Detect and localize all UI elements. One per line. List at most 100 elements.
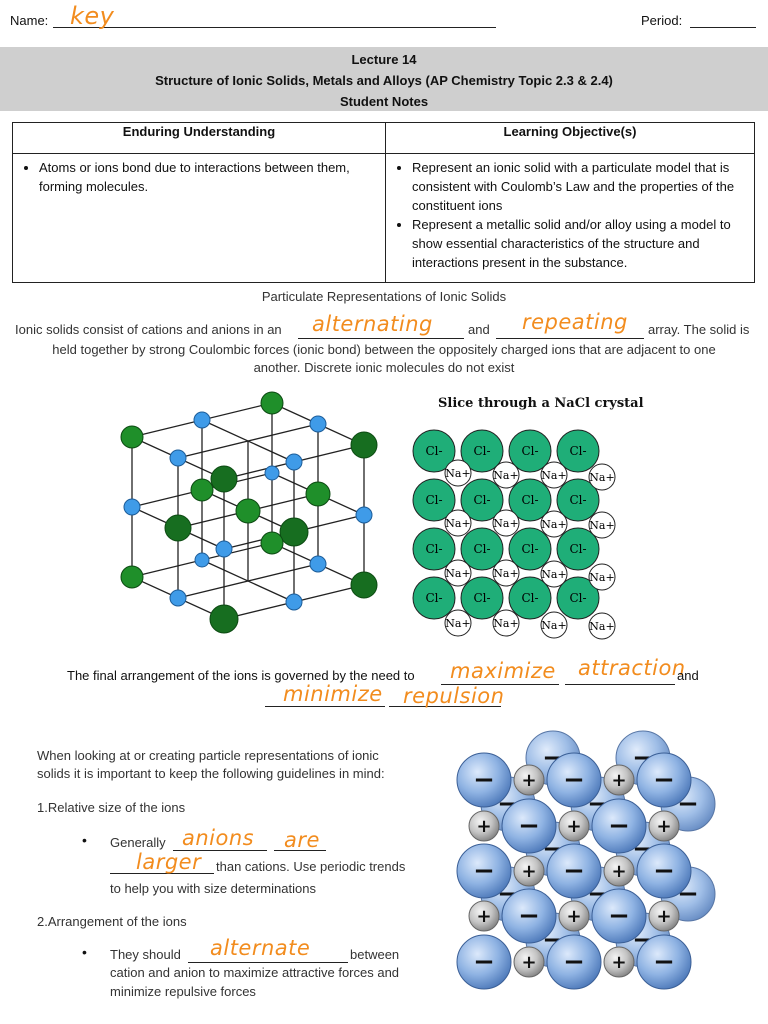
blank-line-8[interactable] xyxy=(274,850,326,851)
answer-attraction: attraction xyxy=(578,656,686,680)
cl-ion xyxy=(508,576,552,620)
cl-ion xyxy=(350,431,378,459)
bullet-dot: • xyxy=(82,832,87,848)
ion-lattice-figure: −−−−−−−−−−−−−+−+−+−+−+−+−+−+−+−+−+−+− xyxy=(456,730,716,990)
blank-line-1[interactable] xyxy=(298,338,464,339)
cation-sphere xyxy=(558,810,590,842)
nacl-slice-caption: Slice through a NaCl crystal xyxy=(438,396,644,411)
na-ion xyxy=(540,611,568,639)
na-ion xyxy=(215,540,233,558)
cl-ion-label: Cl- xyxy=(521,591,538,605)
answer-are: are xyxy=(284,828,320,852)
cation-symbol: + xyxy=(656,906,671,927)
cl-ion-label: Cl- xyxy=(521,542,538,556)
na-ion-spheres xyxy=(123,411,373,611)
cation-sphere xyxy=(513,946,545,978)
anion-sphere xyxy=(546,934,602,990)
blank-line-2[interactable] xyxy=(496,338,644,339)
title-band: Lecture 14 Structure of Ionic Solids, Me… xyxy=(0,47,768,111)
na-ion xyxy=(444,559,472,587)
name-line[interactable] xyxy=(53,27,496,28)
cl-ion xyxy=(209,604,239,634)
guidelines-intro-line1: When looking at or creating particle rep… xyxy=(37,748,379,763)
na-ion xyxy=(444,609,472,637)
cl-ion xyxy=(164,514,192,542)
anion-sphere xyxy=(501,888,557,944)
na-ion-label: Na+ xyxy=(589,571,614,584)
cl-ion-label: Cl- xyxy=(425,542,442,556)
na-ion-label: Na+ xyxy=(445,467,470,480)
anion-symbol: − xyxy=(473,947,495,977)
period-label: Period: xyxy=(641,13,683,28)
cl-ion xyxy=(412,527,456,571)
blank-line-9[interactable] xyxy=(110,873,214,874)
cl-ion xyxy=(556,527,600,571)
cation-symbol: + xyxy=(566,906,581,927)
cl-ion xyxy=(260,391,284,415)
anion-symbol: − xyxy=(563,856,585,886)
na-ion-label: Na+ xyxy=(589,519,614,532)
anion-sphere xyxy=(456,752,512,808)
cl-ion xyxy=(556,478,600,522)
na-ion-label: Na+ xyxy=(541,469,566,482)
objective-item: Represent a metallic solid and/or alloy … xyxy=(412,215,748,272)
enduring-item: Atoms or ions bond due to interactions b… xyxy=(39,158,379,196)
na-ion-label: Na+ xyxy=(445,517,470,530)
lecture-title: Structure of Ionic Solids, Metals and Al… xyxy=(155,73,613,88)
na-ion-label: Na+ xyxy=(493,469,518,482)
anion-symbol: − xyxy=(608,901,630,931)
anion-sphere xyxy=(546,843,602,899)
cl-ion xyxy=(350,571,378,599)
anion-symbol: − xyxy=(608,811,630,841)
cl-ion-label: Cl- xyxy=(425,493,442,507)
enduring-understanding-cell: Atoms or ions bond due to interactions b… xyxy=(12,153,386,283)
cl-ion xyxy=(460,478,504,522)
guideline-2-pre: They should xyxy=(110,947,181,962)
na-ion xyxy=(492,559,520,587)
anion-sphere xyxy=(636,843,692,899)
blank-line-6[interactable] xyxy=(389,706,501,707)
cation-sphere xyxy=(648,810,680,842)
nacl-slice-figure: Cl-Cl-Cl-Cl-Cl-Cl-Cl-Cl-Cl-Cl-Cl-Cl-Cl-C… xyxy=(412,429,616,640)
na-ion-label: Na+ xyxy=(493,517,518,530)
cl-ion xyxy=(460,576,504,620)
na-ion-label: Na+ xyxy=(589,471,614,484)
cl-ion xyxy=(279,517,309,547)
blank-line-10[interactable] xyxy=(188,962,348,963)
cl-ion xyxy=(556,576,600,620)
anion-symbol: − xyxy=(518,811,540,841)
anion-symbol: − xyxy=(518,901,540,931)
ionic-text-end: array. The solid is xyxy=(648,322,750,337)
cl-ion-label: Cl- xyxy=(473,444,490,458)
cl-ion xyxy=(260,531,284,555)
cl-ion-spheres xyxy=(120,391,378,634)
blank-line-7[interactable] xyxy=(173,850,267,851)
objectives-table: Enduring Understanding Learning Objectiv… xyxy=(12,122,755,283)
anion-sphere xyxy=(591,888,647,944)
na-ion-label: Na+ xyxy=(589,620,614,633)
enduring-understanding-header: Enduring Understanding xyxy=(12,122,386,154)
cl-ion xyxy=(412,576,456,620)
blank-line-4[interactable] xyxy=(565,684,675,685)
period-line[interactable] xyxy=(690,27,756,28)
name-handwritten: key xyxy=(70,2,115,30)
blank-line-5[interactable] xyxy=(265,706,385,707)
cation-sphere xyxy=(468,900,500,932)
cl-ion-label: Cl- xyxy=(521,444,538,458)
cation-sphere xyxy=(513,855,545,887)
na-ion-label: Na+ xyxy=(541,518,566,531)
cl-ion-label: Cl- xyxy=(473,591,490,605)
na-ion xyxy=(444,459,472,487)
cation-symbol: + xyxy=(611,861,626,882)
cl-ion xyxy=(235,498,261,524)
guidelines-intro-line2: solids it is important to keep the follo… xyxy=(37,766,385,781)
answer-repulsion: repulsion xyxy=(403,684,505,708)
cation-sphere xyxy=(603,764,635,796)
blank-line-3[interactable] xyxy=(441,684,559,685)
nacl-3d-lattice-figure xyxy=(120,391,378,634)
cation-symbol: + xyxy=(611,952,626,973)
learning-objectives-cell: Represent an ionic solid with a particul… xyxy=(385,153,755,283)
anion-symbol: − xyxy=(563,947,585,977)
cl-ion-label: Cl- xyxy=(569,591,586,605)
na-ion xyxy=(123,498,141,516)
